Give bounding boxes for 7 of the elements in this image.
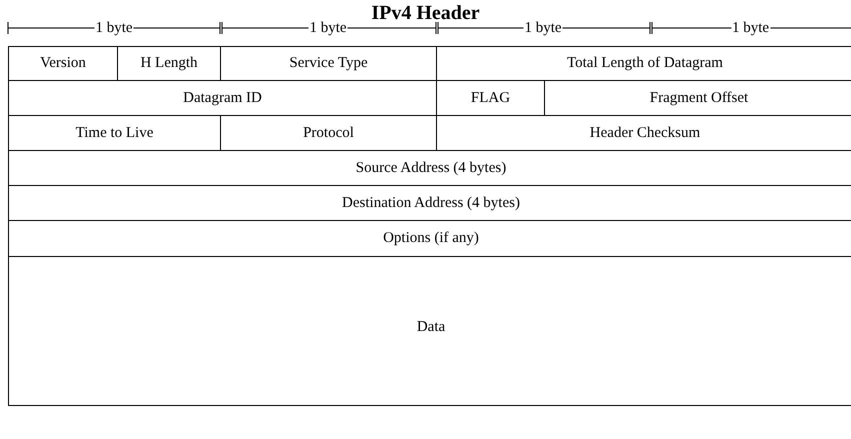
table-cell: Data bbox=[8, 256, 851, 406]
dimension-label: 1 byte bbox=[730, 19, 770, 37]
table-cell: Version bbox=[8, 46, 118, 81]
diagram-title: IPv4 Header bbox=[370, 2, 481, 24]
dimension-label: 1 byte bbox=[523, 19, 563, 37]
dimension-label: 1 byte bbox=[94, 19, 134, 37]
dimension-label: 1 byte bbox=[308, 19, 348, 37]
